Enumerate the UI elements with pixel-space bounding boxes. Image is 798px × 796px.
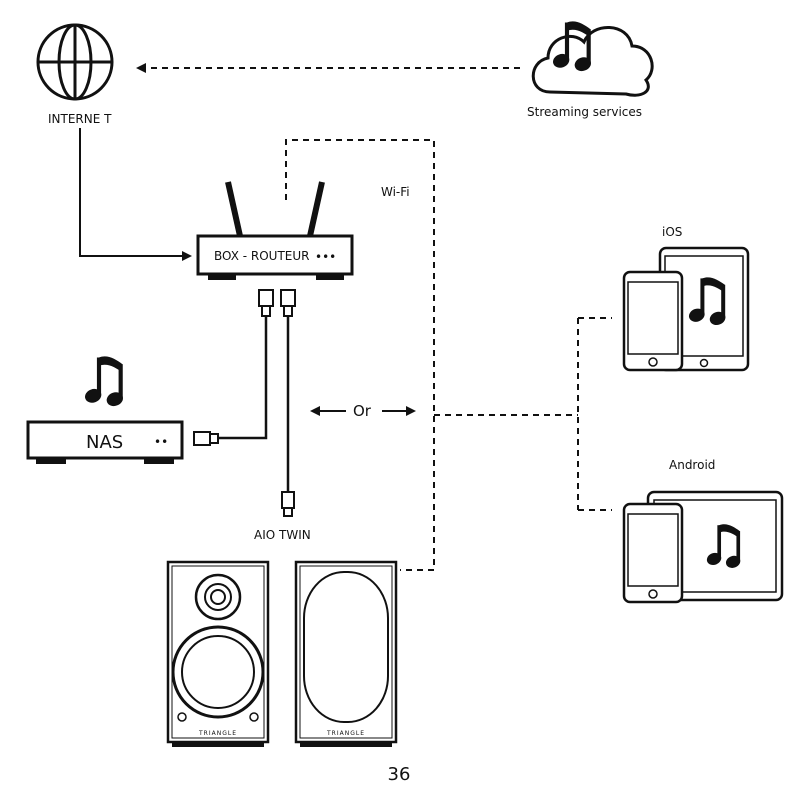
internet-to-router-line — [79, 128, 192, 261]
page-number: 36 — [388, 764, 411, 785]
wifi-label: Wi-Fi — [381, 185, 410, 199]
internet-label: INTERNE T — [48, 112, 112, 126]
speaker-right — [294, 560, 398, 747]
router-device — [196, 181, 354, 280]
nas-device — [26, 420, 184, 464]
music-cloud-icon — [531, 21, 654, 97]
ios-label: iOS — [662, 225, 682, 239]
wifi-link-line — [285, 139, 435, 571]
android-devices — [622, 490, 784, 604]
streaming-label: Streaming services — [527, 105, 642, 119]
android-label: Android — [669, 458, 715, 472]
speaker-rj45-plug — [281, 491, 295, 517]
router-status-dots: ••• — [315, 250, 336, 264]
aio-twin-label: AIO TWIN — [254, 528, 311, 542]
router-label: BOX - ROUTEUR — [214, 249, 309, 263]
nas-ethernet-cable — [218, 315, 268, 440]
globe-icon — [36, 23, 114, 101]
speaker-brand-right: TRIANGLE — [326, 730, 365, 737]
or-label: Or — [353, 402, 372, 420]
speaker-brand-left: TRIANGLE — [198, 730, 237, 737]
devices-branch-line — [434, 317, 612, 511]
ios-devices — [622, 246, 750, 372]
nas-label: NAS — [86, 432, 123, 453]
nas-status-dots: •• — [154, 435, 168, 449]
music-note-icon — [83, 356, 125, 408]
router-rj45-plugs — [258, 289, 296, 317]
nas-rj45-plug — [193, 431, 219, 446]
speaker-left — [166, 560, 270, 747]
